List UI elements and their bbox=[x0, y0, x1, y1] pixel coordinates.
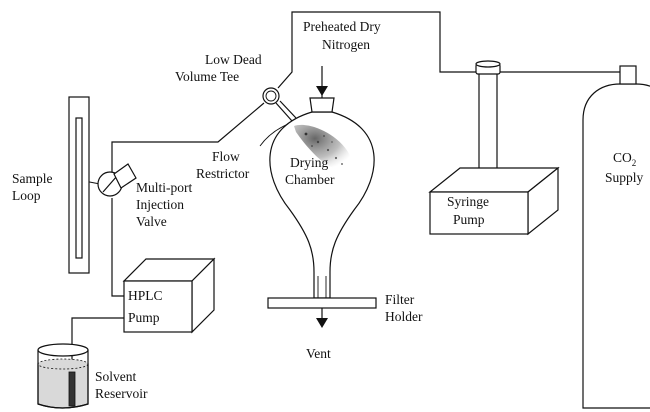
label-restrictor-2: Restrictor bbox=[196, 166, 250, 181]
text-labels: Preheated Dry Nitrogen Low Dead Volume T… bbox=[12, 19, 644, 401]
label-hplc-1: HPLC bbox=[128, 288, 163, 303]
low-dead-volume-tee bbox=[262, 87, 297, 122]
multi-port-injection-valve bbox=[97, 163, 137, 197]
flow-restrictor-leader bbox=[259, 123, 289, 147]
filter-holder bbox=[267, 297, 377, 328]
label-syringe-1: Syringe bbox=[447, 194, 489, 209]
co2-cylinder bbox=[582, 65, 650, 409]
label-valve-1: Multi-port bbox=[136, 180, 192, 195]
label-co2: CO2 bbox=[613, 150, 636, 168]
label-restrictor-1: Flow bbox=[212, 149, 240, 164]
label-vent: Vent bbox=[306, 346, 331, 361]
sample-loop bbox=[68, 96, 90, 274]
label-preheated-nitrogen-1: Preheated Dry bbox=[303, 19, 381, 34]
label-chamber-2: Chamber bbox=[285, 172, 335, 187]
label-sample-loop-2: Loop bbox=[12, 188, 41, 203]
label-chamber-1: Drying bbox=[290, 155, 328, 170]
syringe-pump bbox=[428, 60, 560, 236]
label-filter-2: Holder bbox=[385, 309, 423, 324]
label-valve-3: Valve bbox=[136, 214, 167, 229]
label-co2-main: CO bbox=[613, 150, 632, 165]
label-filter-1: Filter bbox=[385, 292, 415, 307]
label-co2-supply: Supply bbox=[605, 170, 644, 185]
spray-plume bbox=[294, 124, 354, 171]
hplc-pump bbox=[122, 257, 216, 334]
label-sample-loop-1: Sample bbox=[12, 171, 53, 186]
label-reservoir-1: Solvent bbox=[95, 369, 137, 384]
label-co2-subscript: 2 bbox=[632, 158, 637, 168]
label-tee-2: Volume Tee bbox=[175, 69, 239, 84]
solvent-reservoir bbox=[37, 343, 89, 409]
label-preheated-nitrogen-2: Nitrogen bbox=[322, 37, 370, 52]
label-hplc-2: Pump bbox=[128, 310, 160, 325]
label-valve-2: Injection bbox=[136, 197, 184, 212]
label-reservoir-2: Reservoir bbox=[95, 386, 148, 401]
label-syringe-2: Pump bbox=[453, 212, 485, 227]
label-tee-1: Low Dead bbox=[205, 52, 262, 67]
nitrogen-inlet bbox=[309, 66, 335, 113]
